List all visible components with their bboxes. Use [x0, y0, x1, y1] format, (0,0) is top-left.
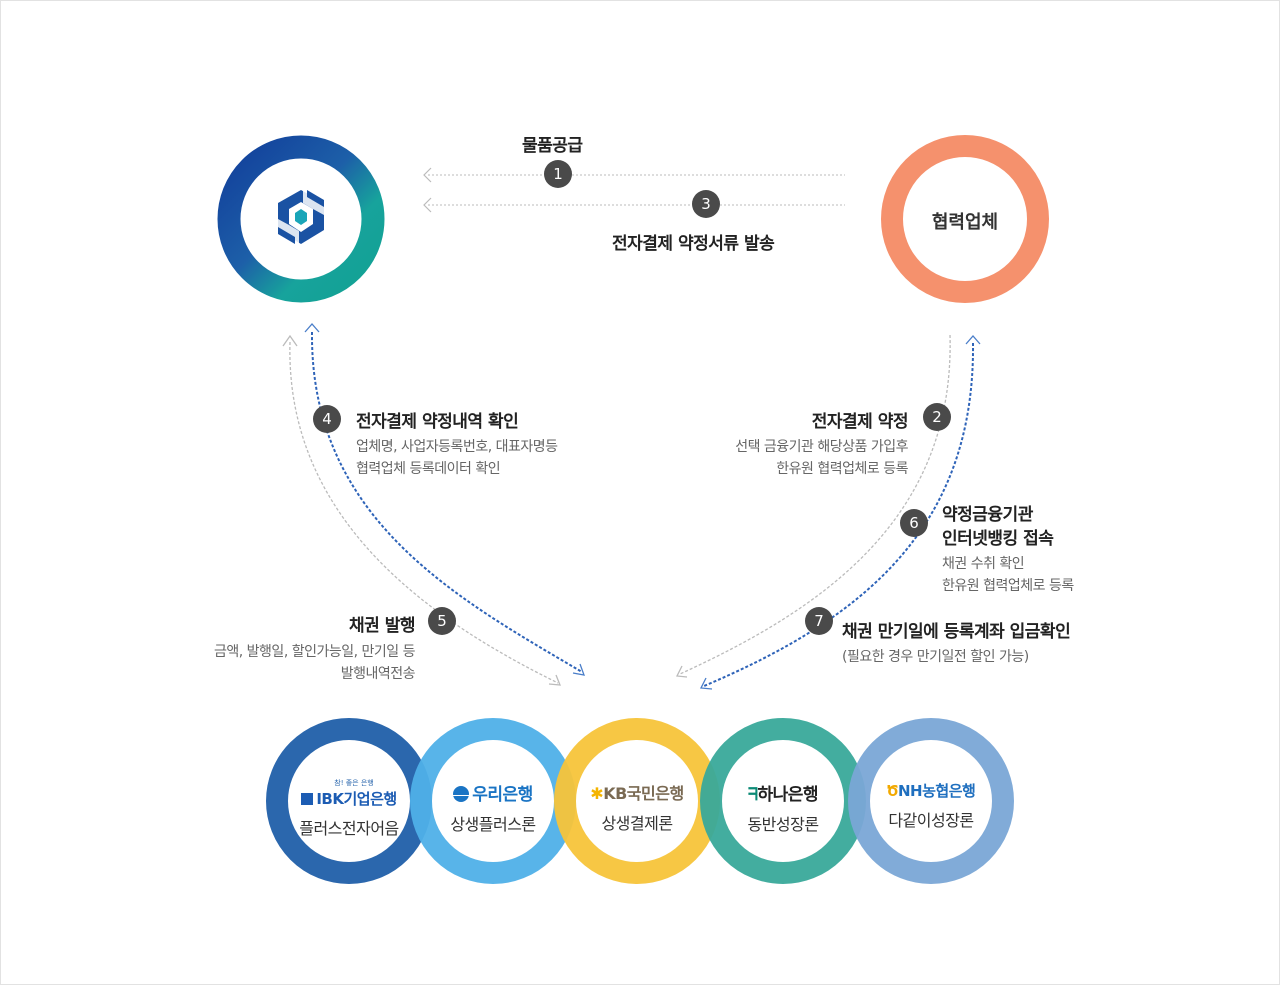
- partner-circle: [881, 135, 1049, 303]
- nh-product: 다같이성장론: [888, 811, 974, 830]
- main-org-circle: [217, 135, 385, 303]
- flow-2-title: 전자결제 약정: [811, 412, 909, 432]
- hana-product: 동반성장론: [747, 815, 819, 834]
- step-badge-6: 6: [900, 509, 928, 537]
- svg-text:4: 4: [322, 410, 332, 428]
- flow-5-title: 채권 발행: [349, 616, 415, 636]
- svg-text:3: 3: [701, 195, 711, 213]
- kb-logo: ✱KB국민은행: [590, 784, 684, 803]
- arrow-internet-banking: [699, 335, 981, 690]
- flow-6-title-2: 인터넷뱅킹 접속: [942, 529, 1054, 549]
- bank-card-nh: ԾNH농협은행 다같이성장론: [866, 780, 996, 831]
- kb-product: 상생결제론: [601, 814, 673, 833]
- flow-7-desc-1: (필요한 경우 만기일전 할인 가능): [842, 649, 1029, 665]
- woori-product: 상생플러스론: [450, 815, 536, 834]
- flow-1-title: 물품공급: [522, 136, 583, 156]
- svg-text:6: 6: [909, 514, 919, 532]
- flow-6-desc-1: 채권 수취 확인: [942, 556, 1025, 572]
- ibk-logo: IBK기업은행: [284, 788, 414, 809]
- svg-text:5: 5: [437, 612, 447, 630]
- flow-4-desc-1: 업체명, 사업자등록번호, 대표자명등: [356, 439, 558, 455]
- ibk-logo-icon: [301, 793, 314, 805]
- arrow-agreement-check: [304, 323, 585, 676]
- hana-logo: ᖷ하나은행: [747, 785, 819, 805]
- arrow-bond-issue: [282, 334, 561, 686]
- flow-5-desc-1: 금액, 발행일, 할인가능일, 만기일 등: [214, 644, 415, 660]
- flow-2-desc-2: 한유원 협력업체로 등록: [776, 461, 908, 477]
- partner-label: 협력업체: [931, 212, 999, 233]
- bank-card-woori: 우리은행 상생플러스론: [428, 780, 558, 835]
- flow-6-title-1: 약정금융기관: [942, 505, 1033, 525]
- kb-star-icon: ✱: [590, 784, 604, 803]
- ibk-slogan: 참! 좋은 은행: [334, 779, 374, 787]
- flow-5-desc-2: 발행내역전송: [340, 666, 416, 682]
- nh-logo: ԾNH농협은행: [886, 782, 976, 800]
- bank-ring-nh: [848, 718, 1014, 884]
- svg-text:7: 7: [814, 612, 824, 630]
- step-badge-3: 3: [692, 190, 720, 218]
- flow-7-title: 채권 만기일에 등록계좌 입금확인: [842, 622, 1071, 642]
- arrow-document-send: [423, 197, 845, 213]
- hana-logo-icon: ᖷ: [747, 785, 758, 805]
- org-logo-icon: [278, 190, 324, 244]
- ibk-product: 플러스전자어음: [299, 819, 399, 838]
- flow-4-desc-2: 협력업체 등록데이터 확인: [356, 461, 501, 477]
- woori-logo: 우리은행: [428, 780, 558, 805]
- step-badge-4: 4: [313, 405, 341, 433]
- flow-3-title: 전자결제 약정서류 발송: [612, 234, 775, 254]
- svg-text:2: 2: [932, 408, 942, 426]
- step-badge-2: 2: [923, 403, 951, 431]
- svg-text:1: 1: [553, 165, 563, 183]
- arrow-goods-supply: [423, 167, 845, 183]
- step-badge-7: 7: [805, 607, 833, 635]
- woori-logo-icon: [453, 786, 470, 802]
- step-badge-5: 5: [428, 607, 456, 635]
- step-badge-1: 1: [544, 160, 572, 188]
- nh-logo-icon: Ծ: [886, 782, 899, 800]
- flow-2-desc-1: 선택 금융기관 해당상품 가입후: [735, 439, 908, 455]
- bank-card-ibk: 참! 좋은 은행 IBK기업은행 플러스전자어음: [284, 778, 414, 839]
- flow-4-title: 전자결제 약정내역 확인: [356, 412, 519, 432]
- bank-card-hana: ᖷ하나은행 동반성장론: [718, 780, 848, 835]
- flow-6-desc-2: 한유원 협력업체로 등록: [942, 578, 1074, 594]
- bank-card-kb: ✱KB국민은행 상생결제론: [572, 780, 702, 834]
